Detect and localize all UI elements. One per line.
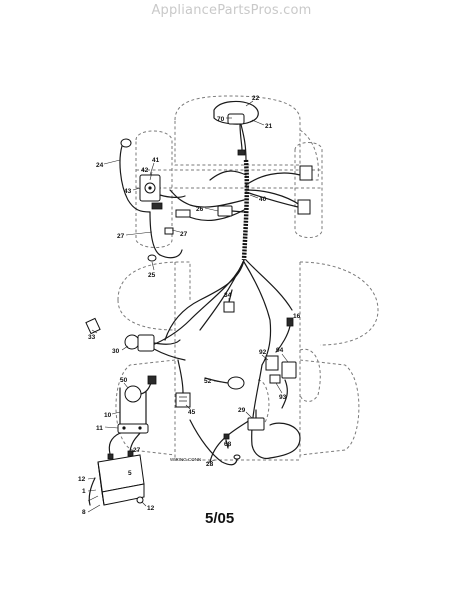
callout-45: 45 (188, 409, 196, 416)
callout-27-lower: 27 (133, 447, 141, 454)
callout-33: 33 (88, 334, 96, 341)
main-harness (149, 119, 301, 463)
callout-29: 29 (238, 407, 246, 414)
callout-16: 16 (293, 313, 301, 320)
callout-10: 10 (104, 412, 112, 419)
cable-10-11 (117, 387, 149, 434)
callout-50: 50 (120, 377, 128, 384)
callout-12-left: 12 (78, 476, 86, 483)
callout-70: 70 (217, 116, 225, 123)
callout-labels: 22 70 21 24 41 42 43 40 26 27 27 25 34 3… (78, 95, 301, 516)
callout-24: 24 (96, 162, 104, 169)
callout-41: 41 (152, 157, 160, 164)
callout-26: 26 (196, 206, 204, 213)
callout-28: 28 (206, 461, 214, 468)
part-26 (217, 205, 245, 217)
part-24-wire (119, 138, 151, 213)
callout-43: 43 (124, 188, 132, 195)
part-16 (275, 317, 294, 353)
callout-11: 11 (96, 425, 103, 432)
page-number: 5/05 (205, 510, 235, 527)
callout-21: 21 (265, 123, 273, 130)
callout-52: 52 (204, 378, 212, 385)
switch-cluster-right (265, 348, 321, 409)
callout-27-mid: 27 (180, 231, 188, 238)
callout-1: 1 (82, 488, 86, 495)
callout-leaders (87, 100, 294, 513)
callout-68: 68 (224, 441, 232, 448)
callout-8: 8 (82, 509, 86, 516)
switch-connectors (147, 209, 191, 262)
connector-label: WIRING CONN (170, 457, 201, 462)
callout-27-upper: 27 (117, 233, 125, 240)
part-45 (175, 359, 191, 408)
tractor-outline (115, 95, 379, 461)
callout-34: 34 (224, 292, 232, 299)
solenoid-30 (124, 334, 186, 361)
callout-93: 93 (279, 394, 287, 401)
part-40 (245, 165, 313, 215)
callout-5: 5 (128, 470, 132, 477)
callout-92: 92 (259, 349, 267, 356)
callout-22: 22 (252, 95, 260, 102)
callout-12-right: 12 (147, 505, 155, 512)
part-29 (247, 409, 265, 431)
part-33 (85, 317, 101, 335)
callout-25: 25 (148, 272, 156, 279)
battery (88, 432, 145, 506)
callout-30: 30 (112, 348, 120, 355)
callout-42: 42 (141, 167, 149, 174)
key-switch (139, 174, 186, 210)
callout-94: 94 (276, 347, 284, 354)
site-watermark: AppliancePartsPros.com (151, 3, 312, 18)
lamp-50 (124, 375, 157, 403)
callout-40: 40 (259, 196, 267, 203)
top-module (213, 100, 259, 156)
